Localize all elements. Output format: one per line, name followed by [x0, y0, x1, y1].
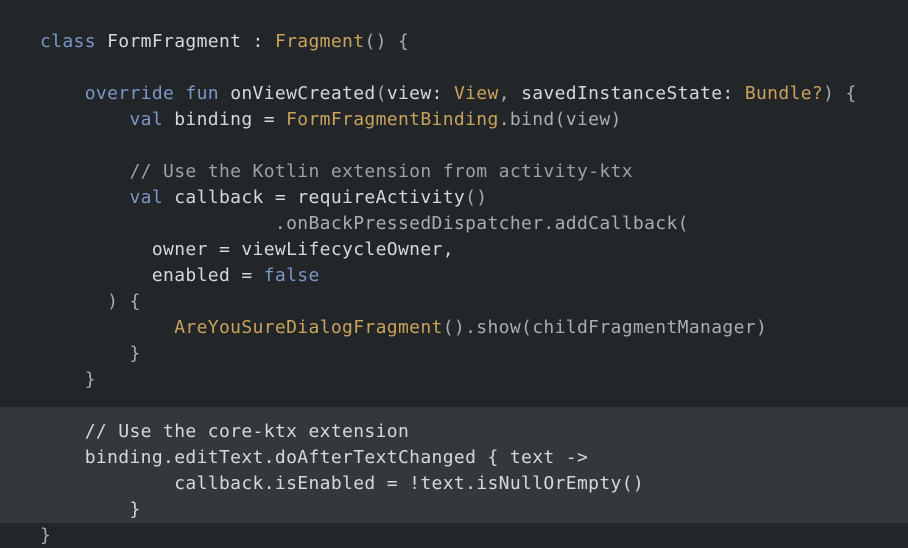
code-token: FormFragment : — [107, 31, 275, 52]
code-line: enabled = false — [40, 263, 320, 289]
code-token: } — [40, 499, 141, 520]
code-token: ( — [375, 83, 387, 104]
code-token: callback.isEnabled = !text.isNullOrEmpty… — [40, 473, 645, 494]
code-token: onViewCreated — [230, 83, 376, 104]
code-token: false — [263, 265, 320, 286]
code-token: callback = requireActivity — [174, 187, 466, 208]
highlighted-code-block — [0, 407, 908, 523]
code-token: View — [453, 83, 499, 104]
code-line: val callback = requireActivity() — [40, 185, 488, 211]
code-token: FormFragmentBinding — [286, 109, 499, 130]
code-token: view: — [386, 83, 454, 104]
code-token: // Use the Kotlin extension from activit… — [40, 161, 633, 182]
code-token: val — [40, 109, 175, 130]
code-line: AreYouSureDialogFragment().show(childFra… — [40, 315, 767, 341]
code-token — [40, 317, 174, 338]
code-token: binding.editText.doAfterTextChanged { te… — [40, 447, 589, 468]
code-line: ) { — [40, 289, 141, 315]
code-line: .onBackPressedDispatcher.addCallback( — [40, 211, 689, 237]
code-token: Fragment — [274, 31, 365, 52]
code-token: class — [40, 31, 108, 52]
code-line: } — [40, 341, 141, 367]
code-token: ) { — [40, 291, 141, 312]
code-token: () { — [364, 31, 410, 52]
code-token: savedInstanceState: — [521, 83, 745, 104]
code-token: .onBackPressedDispatcher.addCallback( — [40, 213, 689, 234]
code-token: enabled = — [40, 265, 264, 286]
code-token: ) { — [823, 83, 857, 104]
code-line: // Use the Kotlin extension from activit… — [40, 159, 633, 185]
code-token: binding = — [174, 109, 287, 130]
code-line: override fun onViewCreated(view: View, s… — [40, 81, 857, 107]
code-token: owner = viewLifecycleOwner, — [40, 239, 454, 260]
code-token: } — [40, 369, 96, 390]
code-token: .bind(view) — [498, 109, 622, 130]
code-line: binding.editText.doAfterTextChanged { te… — [40, 445, 588, 471]
code-line: } — [40, 367, 96, 393]
code-token: override fun — [40, 83, 231, 104]
code-token: } — [40, 525, 52, 546]
code-token: val — [40, 187, 175, 208]
code-token: } — [40, 343, 141, 364]
code-token: // Use the core-ktx extension — [40, 421, 410, 442]
code-line: class FormFragment : Fragment() { — [40, 29, 409, 55]
code-line: // Use the core-ktx extension — [40, 419, 409, 445]
code-token: () — [465, 187, 488, 208]
code-line: callback.isEnabled = !text.isNullOrEmpty… — [40, 471, 644, 497]
code-line: owner = viewLifecycleOwner, — [40, 237, 454, 263]
code-token: AreYouSureDialogFragment — [174, 317, 443, 338]
code-token: Bundle? — [744, 83, 824, 104]
code-line: val binding = FormFragmentBinding.bind(v… — [40, 107, 622, 133]
code-token: ().show(childFragmentManager) — [442, 317, 768, 338]
code-line: } — [40, 497, 141, 523]
code-line: } — [40, 523, 51, 548]
code-token: , — [498, 83, 522, 104]
